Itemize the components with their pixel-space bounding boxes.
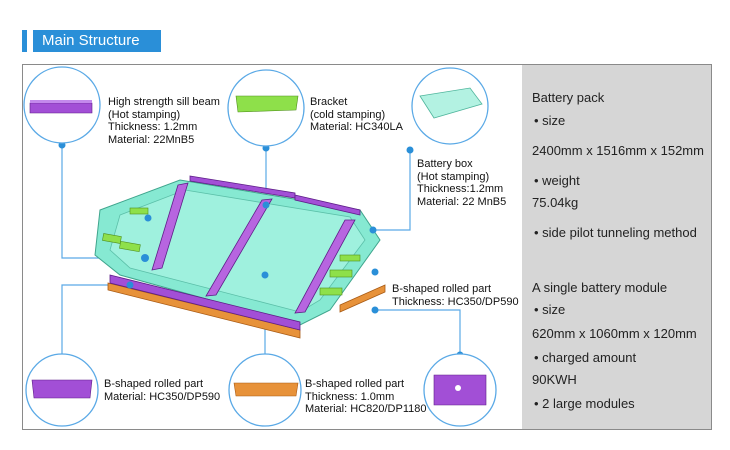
callout-sill-beam: High strength sill beam (Hot stamping) T… — [108, 96, 220, 146]
modules-text: 2 large modules — [542, 396, 635, 411]
page-title: Main Structure — [33, 30, 161, 52]
callout-line: (Hot stamping) — [417, 170, 490, 183]
specs-panel: Battery pack • size 2400mm x 1516mm x 15… — [522, 65, 711, 429]
callout-line: Thickness: 1.0mm — [305, 390, 395, 403]
header-accent — [22, 30, 27, 52]
bullet-modules: • 2 large modules — [534, 396, 635, 411]
callout-b-bottom-left: B-shaped rolled part Material: HC350/DP5… — [104, 378, 220, 403]
pack-size: 2400mm x 1516mm x 152mm — [532, 143, 704, 158]
pack-weight: 75.04kg — [532, 195, 579, 210]
callout-line: Thickness: 1.2mm — [108, 121, 198, 133]
bubble-b-left — [25, 353, 99, 427]
callout-line: High strength sill beam — [108, 96, 220, 108]
bullet-method: • side pilot tunneling method — [534, 225, 697, 240]
callout-line: Material: HC340LA — [310, 121, 403, 133]
bubble-b-right — [423, 353, 497, 427]
callout-line: Battery box — [417, 158, 473, 170]
callout-line: (Hot stamping) — [108, 108, 181, 121]
bullet-size: • size — [534, 113, 566, 128]
battery-pack-illustration — [94, 175, 386, 339]
module-title: A single battery module — [532, 280, 668, 295]
callout-line: B-shaped rolled part — [305, 378, 405, 390]
callout-bracket: Bracket (cold stamping) Material: HC340L… — [310, 96, 403, 134]
callout-battery-box: Battery box (Hot stamping) Thickness:1.2… — [417, 158, 506, 208]
callout-line: B-shaped rolled part — [104, 378, 204, 390]
callout-line: Material: HC350/DP590 — [104, 390, 221, 403]
method-text: side pilot tunneling method — [542, 225, 697, 240]
charged-label: charged amount — [542, 350, 637, 365]
module-size: 620mm x 1060mm x 120mm — [532, 326, 697, 341]
callout-b-bottom-mid: B-shaped rolled part Thickness: 1.0mm Ma… — [305, 378, 426, 416]
charged-value: 90KWH — [532, 372, 577, 387]
bubble-battery-box — [411, 67, 489, 145]
pack-title: Battery pack — [532, 90, 605, 105]
bubble-sill-beam — [23, 66, 101, 144]
content-frame — [22, 64, 712, 430]
bullet-weight: • weight — [534, 173, 580, 188]
weight-label: weight — [542, 173, 580, 188]
callout-line: Material: HC820/DP1180 — [305, 403, 427, 415]
callout-b-right: B-shaped rolled part Thickness: HC350/DP… — [392, 283, 519, 308]
callout-line: (cold stamping) — [310, 108, 386, 121]
bubble-b-mid — [228, 353, 302, 427]
callout-line: Bracket — [310, 96, 348, 108]
callout-line: Material: 22MnB5 — [108, 133, 195, 146]
module-size-label: size — [542, 302, 566, 317]
callout-line: Thickness: HC350/DP590 — [392, 295, 519, 308]
bubble-bracket — [227, 69, 305, 147]
callout-line: B-shaped rolled part — [392, 283, 492, 295]
callout-line: Thickness:1.2mm — [417, 183, 504, 195]
callout-line: Material: 22 MnB5 — [417, 195, 507, 208]
bullet-module-size: • size — [534, 302, 566, 317]
bullet-charged: • charged amount — [534, 350, 637, 365]
size-label: size — [542, 113, 566, 128]
